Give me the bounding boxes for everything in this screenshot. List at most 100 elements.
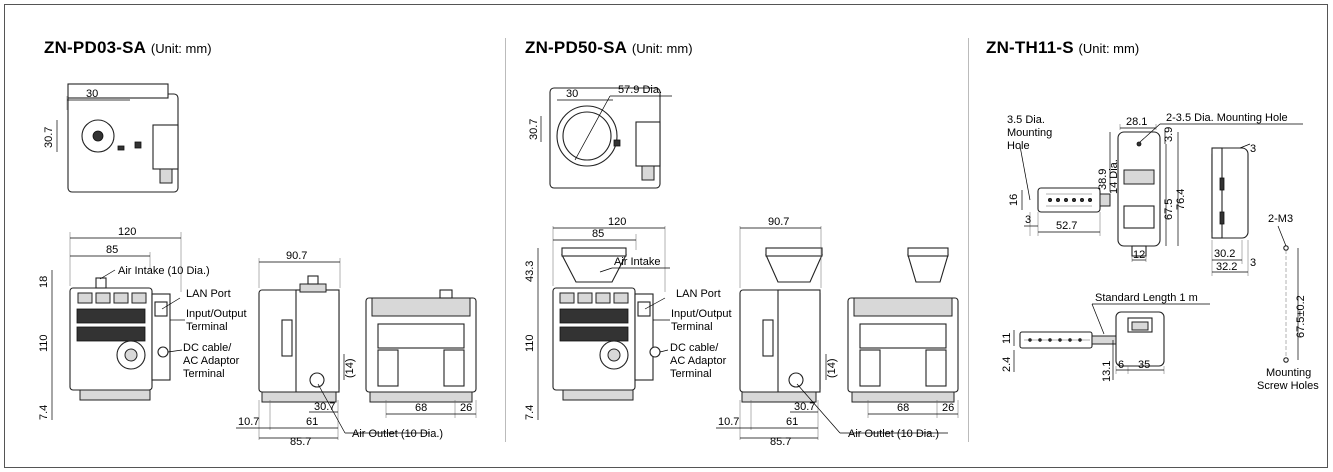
dim-text: 10.7 [238, 416, 259, 428]
pd03-back-dims: 68 26 [385, 400, 477, 418]
dim-text: 3 [1025, 214, 1031, 226]
dim-text: 3.9 [1163, 127, 1175, 142]
dim-text: 30 [566, 88, 578, 100]
dim-text: 110 [38, 334, 50, 352]
dim-text: 28.1 [1126, 116, 1147, 128]
pd50-side-view [739, 247, 823, 403]
pd50-back-view [847, 247, 959, 403]
dim-text: 68 [897, 402, 909, 414]
th11-right-dims: 3 30.2 3 32.2 [1211, 143, 1256, 276]
dim-text: 43.3 [524, 261, 536, 282]
dim-text: 30.2 [1214, 248, 1235, 260]
dim-text: 12 [1133, 249, 1145, 261]
callout-text: Hole [1007, 140, 1030, 152]
panel-title-th11: ZN-TH11-S (Unit: mm) [986, 38, 1139, 58]
pd50-callouts: LAN Port Input/Output Terminal DC cable/… [644, 288, 732, 380]
dim-text: (14) [826, 358, 838, 378]
panel-title-pd50: ZN-PD50-SA (Unit: mm) [525, 38, 693, 58]
th11-bottom-view [1019, 311, 1165, 367]
pd03-side-dims: 90.7 10.7 61 85.7 30.7 (14) Air Outlet (… [236, 250, 443, 448]
drawing-frame [4, 4, 1328, 468]
dim-text: 35 [1138, 359, 1150, 371]
callout-text: Air Intake (10 Dia.) [118, 265, 210, 277]
callout-text: Input/Output [186, 308, 247, 320]
pd03-side-view [258, 275, 340, 403]
dim-text: 3 [1250, 143, 1256, 155]
dim-text: 10.7 [718, 416, 739, 428]
pd03-top-dims: 30 30.7 [43, 88, 130, 152]
dim-text: 6 [1118, 359, 1124, 371]
callout-text: LAN Port [676, 288, 721, 300]
th11-front-view [1117, 131, 1161, 257]
pd50-front-dims: 120 85 43.3 110 7.4 Air Intake [524, 216, 670, 420]
callout-text: DC cable/ [670, 342, 719, 354]
dim-text: 67.5 [1163, 199, 1175, 220]
unit-label: (Unit: mm) [1078, 41, 1140, 56]
model-name: ZN-PD50-SA [525, 38, 628, 57]
dim-text: 85 [592, 228, 604, 240]
callout-text: DC cable/ [183, 342, 232, 354]
dim-text: 90.7 [768, 216, 789, 228]
panel-divider [968, 38, 969, 442]
callout-text: Standard Length 1 m [1095, 292, 1198, 304]
pd50-front-view [552, 247, 661, 401]
th11-front-dims: 28.1 2-3.5 Dia. Mounting Hole 3.9 38.9 1… [1097, 112, 1303, 262]
unit-label: (Unit: mm) [150, 41, 212, 56]
th11-side-view [1037, 187, 1111, 213]
callout-text: Terminal [671, 321, 713, 333]
dim-text: 38.9 [1097, 169, 1109, 190]
callout-text: Screw Holes [1257, 380, 1319, 392]
dim-text: 32.2 [1216, 261, 1237, 273]
callout-text: Mounting [1007, 127, 1052, 139]
dim-text: 85.7 [770, 436, 791, 448]
pd50-top-dims: 30 30.7 57.9 Dia. [528, 84, 672, 161]
dim-text: 30.7 [528, 119, 540, 140]
th11-right-view [1211, 147, 1249, 239]
panel-divider [505, 38, 506, 442]
callout-text: 2-3.5 Dia. Mounting Hole [1166, 112, 1288, 124]
dim-text: 7.4 [524, 405, 536, 420]
dim-text: (14) [344, 358, 356, 378]
th11-hole-pitch: 67.5±0.2 2-M3 Mounting Screw Holes [1257, 213, 1319, 392]
dim-text: 30.7 [314, 401, 335, 413]
dim-text: 76.4 [1175, 189, 1187, 210]
model-name: ZN-PD03-SA [44, 38, 147, 57]
dim-text: 120 [118, 226, 136, 238]
dim-text: 110 [524, 334, 536, 352]
pd03-callouts: LAN Port Input/Output Terminal DC cable/… [161, 288, 247, 380]
callout-text: AC Adaptor [670, 355, 727, 367]
dim-text: 52.7 [1056, 220, 1077, 232]
callout-text: Terminal [670, 368, 712, 380]
dim-text: 26 [460, 402, 472, 414]
dim-text: 68 [415, 402, 427, 414]
callout-text: 3.5 Dia. [1007, 114, 1045, 126]
dim-text: 30.7 [794, 401, 815, 413]
dim-text: 11 [1001, 333, 1013, 344]
callout-text: Terminal [186, 321, 228, 333]
pd03-back-view [365, 289, 477, 403]
dim-text: 13.1 [1101, 361, 1113, 382]
callout-text: Input/Output [671, 308, 732, 320]
panel-title-pd03: ZN-PD03-SA (Unit: mm) [44, 38, 212, 58]
dim-text: 61 [306, 416, 318, 428]
dim-text: 14 Dia. [1108, 159, 1120, 194]
callout-text: Air Outlet (10 Dia.) [848, 428, 939, 440]
dim-text: 18 [38, 276, 50, 288]
callout-text: Terminal [183, 368, 225, 380]
callout-text: 57.9 Dia. [618, 84, 662, 96]
pd03-top-view [67, 83, 179, 193]
dim-text: 120 [608, 216, 626, 228]
dim-text: 85 [106, 244, 118, 256]
callout-text: Air Outlet (10 Dia.) [352, 428, 443, 440]
pd03-front-dims: 120 85 18 110 7.4 Air Intake (10 Dia.) [38, 226, 210, 420]
dim-text: 2.4 [1001, 357, 1013, 372]
dim-text: 85.7 [290, 436, 311, 448]
dim-text: 7.4 [38, 405, 50, 420]
dim-text: 30.7 [43, 127, 55, 148]
model-name: ZN-TH11-S [986, 38, 1074, 57]
dim-text: 16 [1008, 194, 1020, 206]
dim-text: 30 [86, 88, 98, 100]
pd50-side-dims: 90.7 10.7 61 85.7 30.7 (14) Air Outlet (… [716, 216, 948, 448]
callout-text: LAN Port [186, 288, 231, 300]
